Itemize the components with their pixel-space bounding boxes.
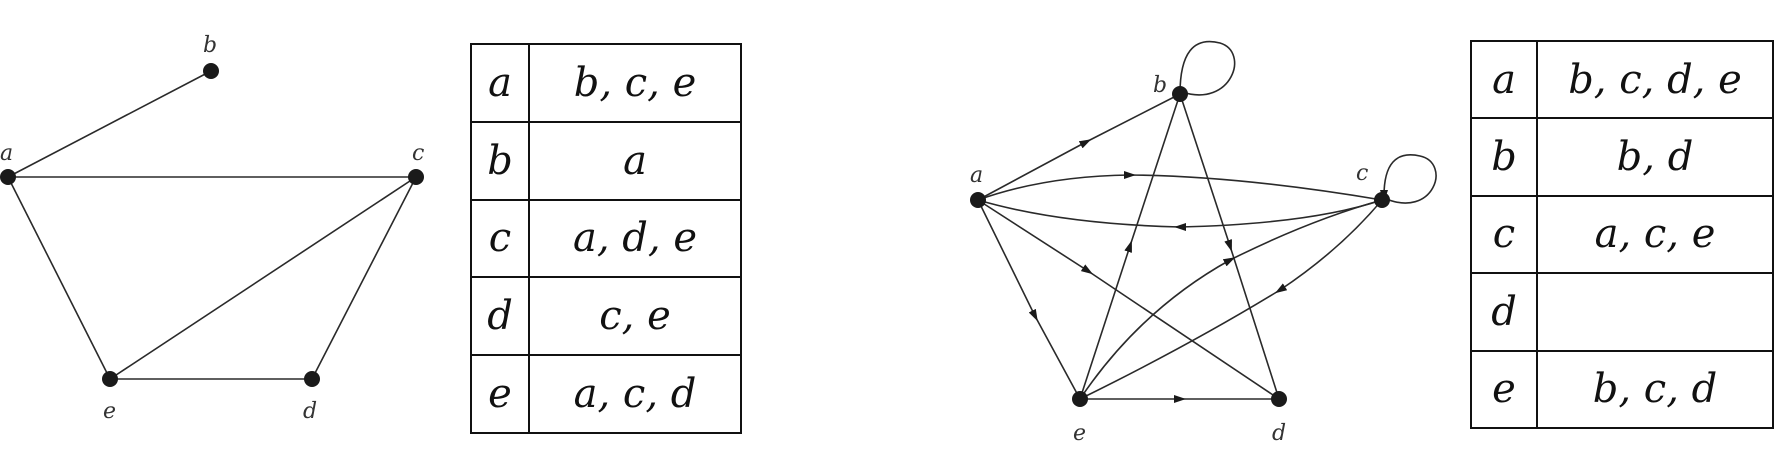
node-a xyxy=(970,192,986,208)
edge-c-to-a xyxy=(977,199,1383,232)
node-label-a: a xyxy=(0,141,13,166)
edge-b-to-d xyxy=(1179,93,1280,400)
node-e xyxy=(102,371,118,387)
edge-c-loop xyxy=(1380,154,1437,204)
vertex-cell: c xyxy=(1470,194,1538,275)
vertex-cell: d xyxy=(470,276,530,357)
node-label-e: e xyxy=(1073,421,1086,446)
vertex-cell: e xyxy=(470,354,530,434)
adjacent-vertices-cell: b, c, d, e xyxy=(1536,39,1774,120)
edge-b-loop xyxy=(1176,40,1236,100)
node-d xyxy=(1271,391,1287,407)
node-label-d: d xyxy=(303,399,317,424)
table-row: d xyxy=(1470,272,1774,352)
node-label-b: b xyxy=(1153,73,1167,98)
edge-c-d xyxy=(311,176,417,380)
node-b xyxy=(1172,86,1188,102)
vertex-cell: c xyxy=(470,198,530,279)
edge-e-to-c xyxy=(1079,199,1383,400)
adjacent-vertices-cell: a, c, d xyxy=(528,354,742,434)
vertex-cell: b xyxy=(1470,117,1538,197)
vertex-cell: d xyxy=(1470,272,1538,352)
node-c xyxy=(1374,192,1390,208)
edge-a-to-b xyxy=(977,93,1181,201)
node-c xyxy=(408,169,424,185)
vertex-cell: a xyxy=(470,43,530,123)
adjacent-vertices-cell: b, c, d xyxy=(1536,349,1774,430)
adjacent-vertices-cell xyxy=(1536,272,1774,352)
edge-c-e xyxy=(109,176,417,380)
vertex-cell: b xyxy=(470,120,530,201)
vertex-cell: e xyxy=(1470,349,1538,430)
edge-a-to-e xyxy=(977,199,1081,400)
node-label-c: c xyxy=(412,141,424,166)
node-label-d: d xyxy=(1272,421,1286,446)
edge-c-to-e xyxy=(1079,199,1383,400)
directed-graph: a b c d e xyxy=(970,40,1437,446)
adjacent-vertices-cell: a, c, e xyxy=(1536,194,1774,275)
node-label-a: a xyxy=(970,163,983,188)
edge-a-to-c xyxy=(977,171,1383,201)
adjacent-vertices-cell: b, d xyxy=(1536,117,1774,197)
node-a xyxy=(0,169,16,185)
adjacent-vertices-cell: a, d, e xyxy=(528,198,742,279)
undirected-graph: a b c d e xyxy=(0,33,424,424)
adjacent-vertices-cell: a xyxy=(528,120,742,201)
node-e xyxy=(1072,391,1088,407)
node-label-b: b xyxy=(203,33,217,58)
vertex-cell: a xyxy=(1470,39,1538,120)
edge-a-e xyxy=(7,176,111,380)
adjacent-vertices-cell: c, e xyxy=(528,276,742,357)
node-d xyxy=(304,371,320,387)
node-label-e: e xyxy=(103,399,116,424)
edge-a-to-d xyxy=(977,199,1280,400)
edge-e-to-b xyxy=(1079,93,1181,400)
edge-a-b xyxy=(7,70,212,178)
node-b xyxy=(203,63,219,79)
adjacent-vertices-cell: b, c, e xyxy=(528,43,742,123)
node-label-c: c xyxy=(1356,161,1368,186)
